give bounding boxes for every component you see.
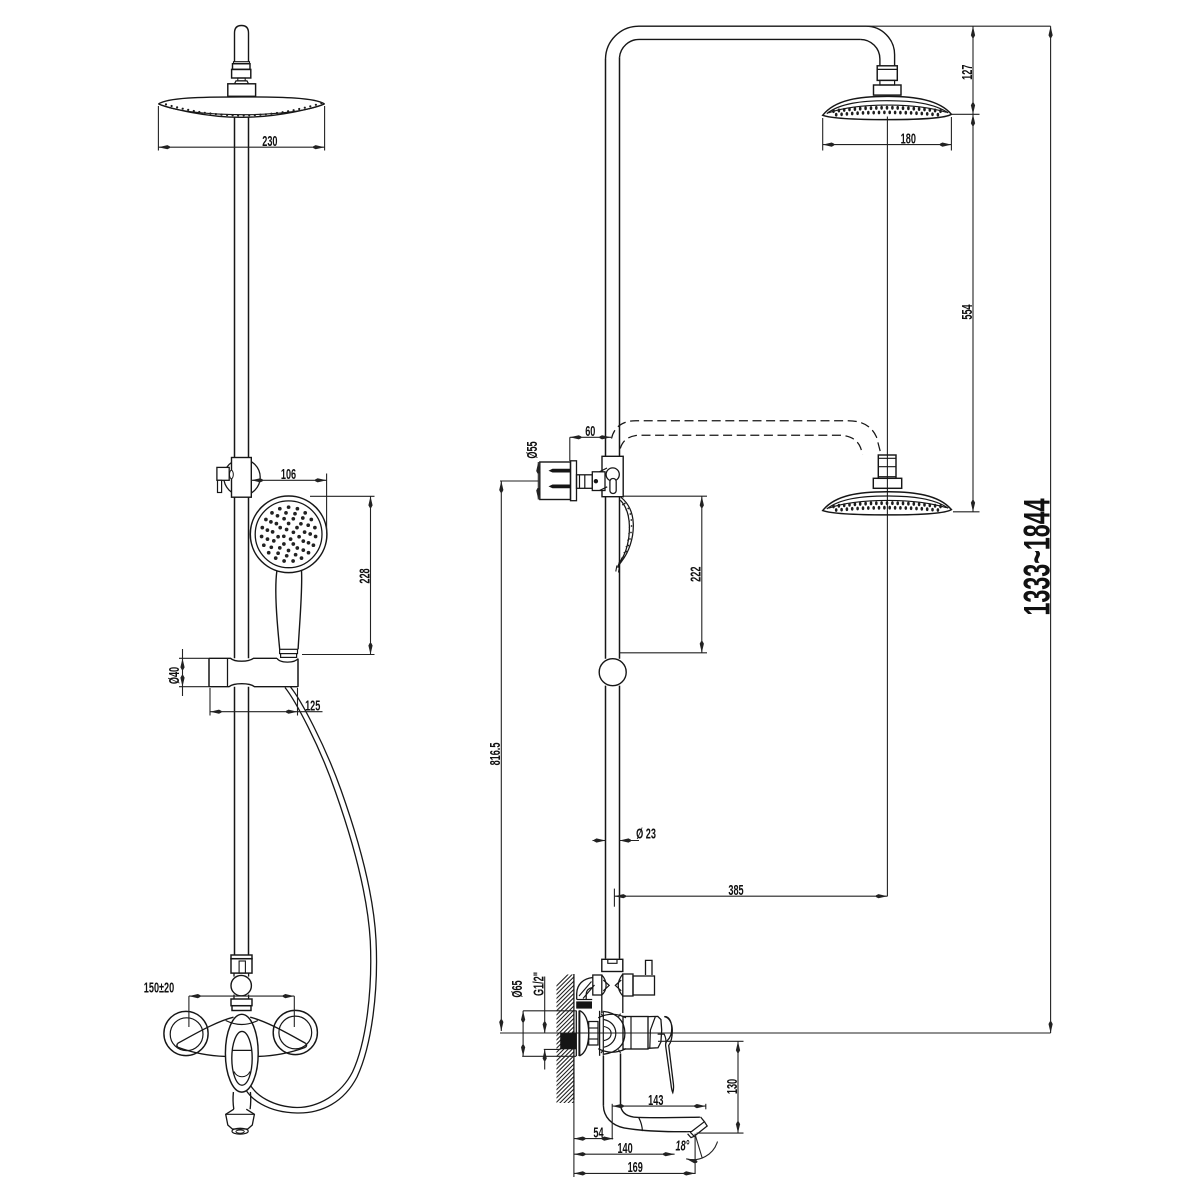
svg-text:127: 127 [959,64,976,79]
svg-text:60: 60 [585,423,595,440]
svg-text:140: 140 [617,1140,632,1157]
svg-text:Ø55: Ø55 [524,441,541,458]
svg-text:230: 230 [262,133,277,150]
svg-text:Ø65: Ø65 [509,980,526,997]
svg-text:Ø40: Ø40 [166,667,183,684]
svg-text:Ø 23: Ø 23 [636,825,656,842]
svg-text:125: 125 [305,697,320,714]
svg-text:228: 228 [356,568,373,583]
svg-text:385: 385 [728,882,743,899]
svg-text:816.5: 816.5 [487,742,504,765]
svg-text:143: 143 [648,1092,663,1109]
svg-text:130: 130 [724,1079,741,1094]
svg-text:G1/2": G1/2" [530,972,547,996]
svg-text:18°: 18° [675,1137,689,1154]
svg-text:180: 180 [901,130,916,147]
svg-text:1333~1844: 1333~1844 [1016,498,1058,616]
svg-text:54: 54 [593,1124,603,1141]
svg-text:150±20: 150±20 [144,979,175,996]
svg-text:222: 222 [687,566,704,581]
svg-text:106: 106 [281,466,296,483]
svg-text:554: 554 [959,304,976,319]
svg-text:169: 169 [628,1159,643,1176]
